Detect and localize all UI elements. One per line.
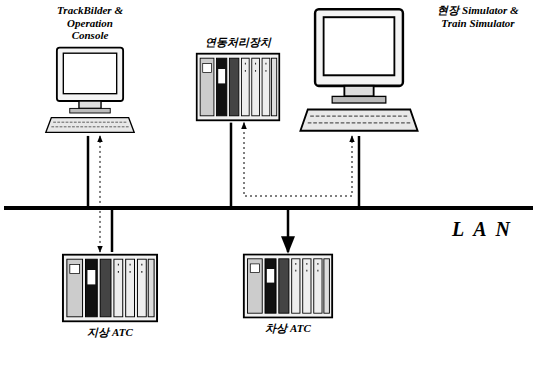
- lan-drop-line: [87, 136, 90, 206]
- interlocking-rack: 연동처리장치: [188, 34, 288, 123]
- device-label: 차상 ATC: [238, 322, 338, 335]
- lan-drop-line: [230, 123, 233, 206]
- console-computer: TrackBilder & Operation Console: [38, 2, 142, 136]
- device-picture: [61, 252, 159, 324]
- simulator-computer: 현장 Simulator & Train Simulator: [298, 4, 534, 136]
- data-flow-arrow: [100, 136, 101, 252]
- device-label: TrackBilder & Operation Console: [50, 4, 130, 42]
- wayside-atc-rack: 지상 ATC: [56, 252, 164, 341]
- onboard-atc-rack: 차상 ATC: [238, 252, 338, 337]
- lan-drop-line: [287, 210, 290, 252]
- device-picture: [242, 252, 334, 320]
- device-label: 지상 ATC: [56, 326, 164, 339]
- device-label: 현장 Simulator & Train Simulator: [428, 4, 528, 29]
- lan-drop-line: [358, 136, 361, 206]
- device-picture: [195, 51, 281, 123]
- device-picture: [298, 4, 420, 136]
- bus-label: LAN: [452, 218, 519, 241]
- lan-drop-line: [111, 210, 114, 252]
- data-flow-arrow: [244, 123, 352, 196]
- device-label: 연동처리장치: [188, 36, 288, 49]
- device-picture: [44, 44, 136, 136]
- lan-bus: LAN: [4, 206, 533, 210]
